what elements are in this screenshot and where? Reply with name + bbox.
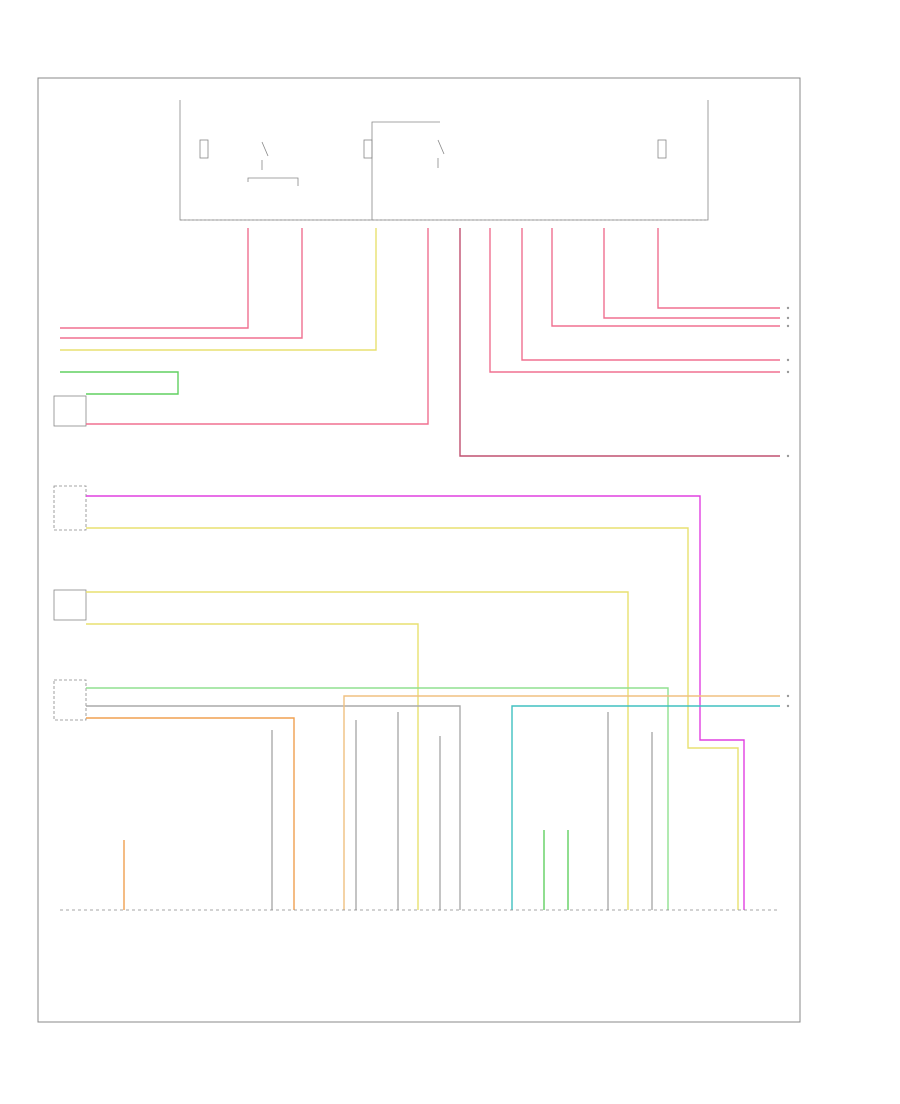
sensor-box-4	[53, 679, 87, 721]
relay-switch-1	[247, 141, 299, 186]
sensor-box-3	[53, 589, 87, 621]
wire-yellow-2	[86, 527, 739, 910]
wire-green-2	[86, 687, 669, 910]
wire-yellow-1	[60, 228, 377, 351]
fuse-relay-block	[179, 100, 709, 221]
terminal-r3	[786, 324, 790, 328]
relay-coil-3	[657, 139, 667, 159]
wire-green-1	[60, 371, 179, 395]
wire-red-4	[459, 228, 780, 457]
wire-red-1	[60, 228, 249, 329]
wire-red-7	[551, 228, 780, 327]
wire-red-2	[60, 228, 303, 339]
wire-orange-2	[343, 695, 780, 910]
terminal-r2	[786, 316, 790, 320]
wire-yellow-4	[86, 623, 419, 910]
sensor-box-2	[53, 485, 87, 531]
wire-cyan-1	[511, 705, 780, 910]
relay-switch-2	[437, 139, 445, 168]
wire-red-5	[489, 228, 780, 373]
terminal-r5	[786, 370, 790, 374]
terminal-r1	[786, 306, 790, 310]
wire-red-9	[657, 228, 780, 309]
diagram-frame	[37, 77, 801, 1023]
terminal-r7	[786, 694, 790, 698]
right-terminals	[786, 306, 790, 708]
terminal-r6	[786, 454, 790, 458]
terminal-r4	[786, 358, 790, 362]
wire-red-3	[86, 228, 429, 425]
terminal-r8	[786, 704, 790, 708]
relay-coil-2	[363, 139, 373, 159]
sensor-box-1	[53, 395, 87, 427]
wire-orange-1	[86, 717, 295, 910]
wire-red-6	[521, 228, 780, 361]
wire-yellow-3	[86, 591, 629, 910]
wire-magenta-1	[86, 495, 745, 910]
wire-red-8	[603, 228, 780, 319]
relay-coil-1	[199, 139, 209, 159]
wire-grey-1	[86, 705, 461, 910]
